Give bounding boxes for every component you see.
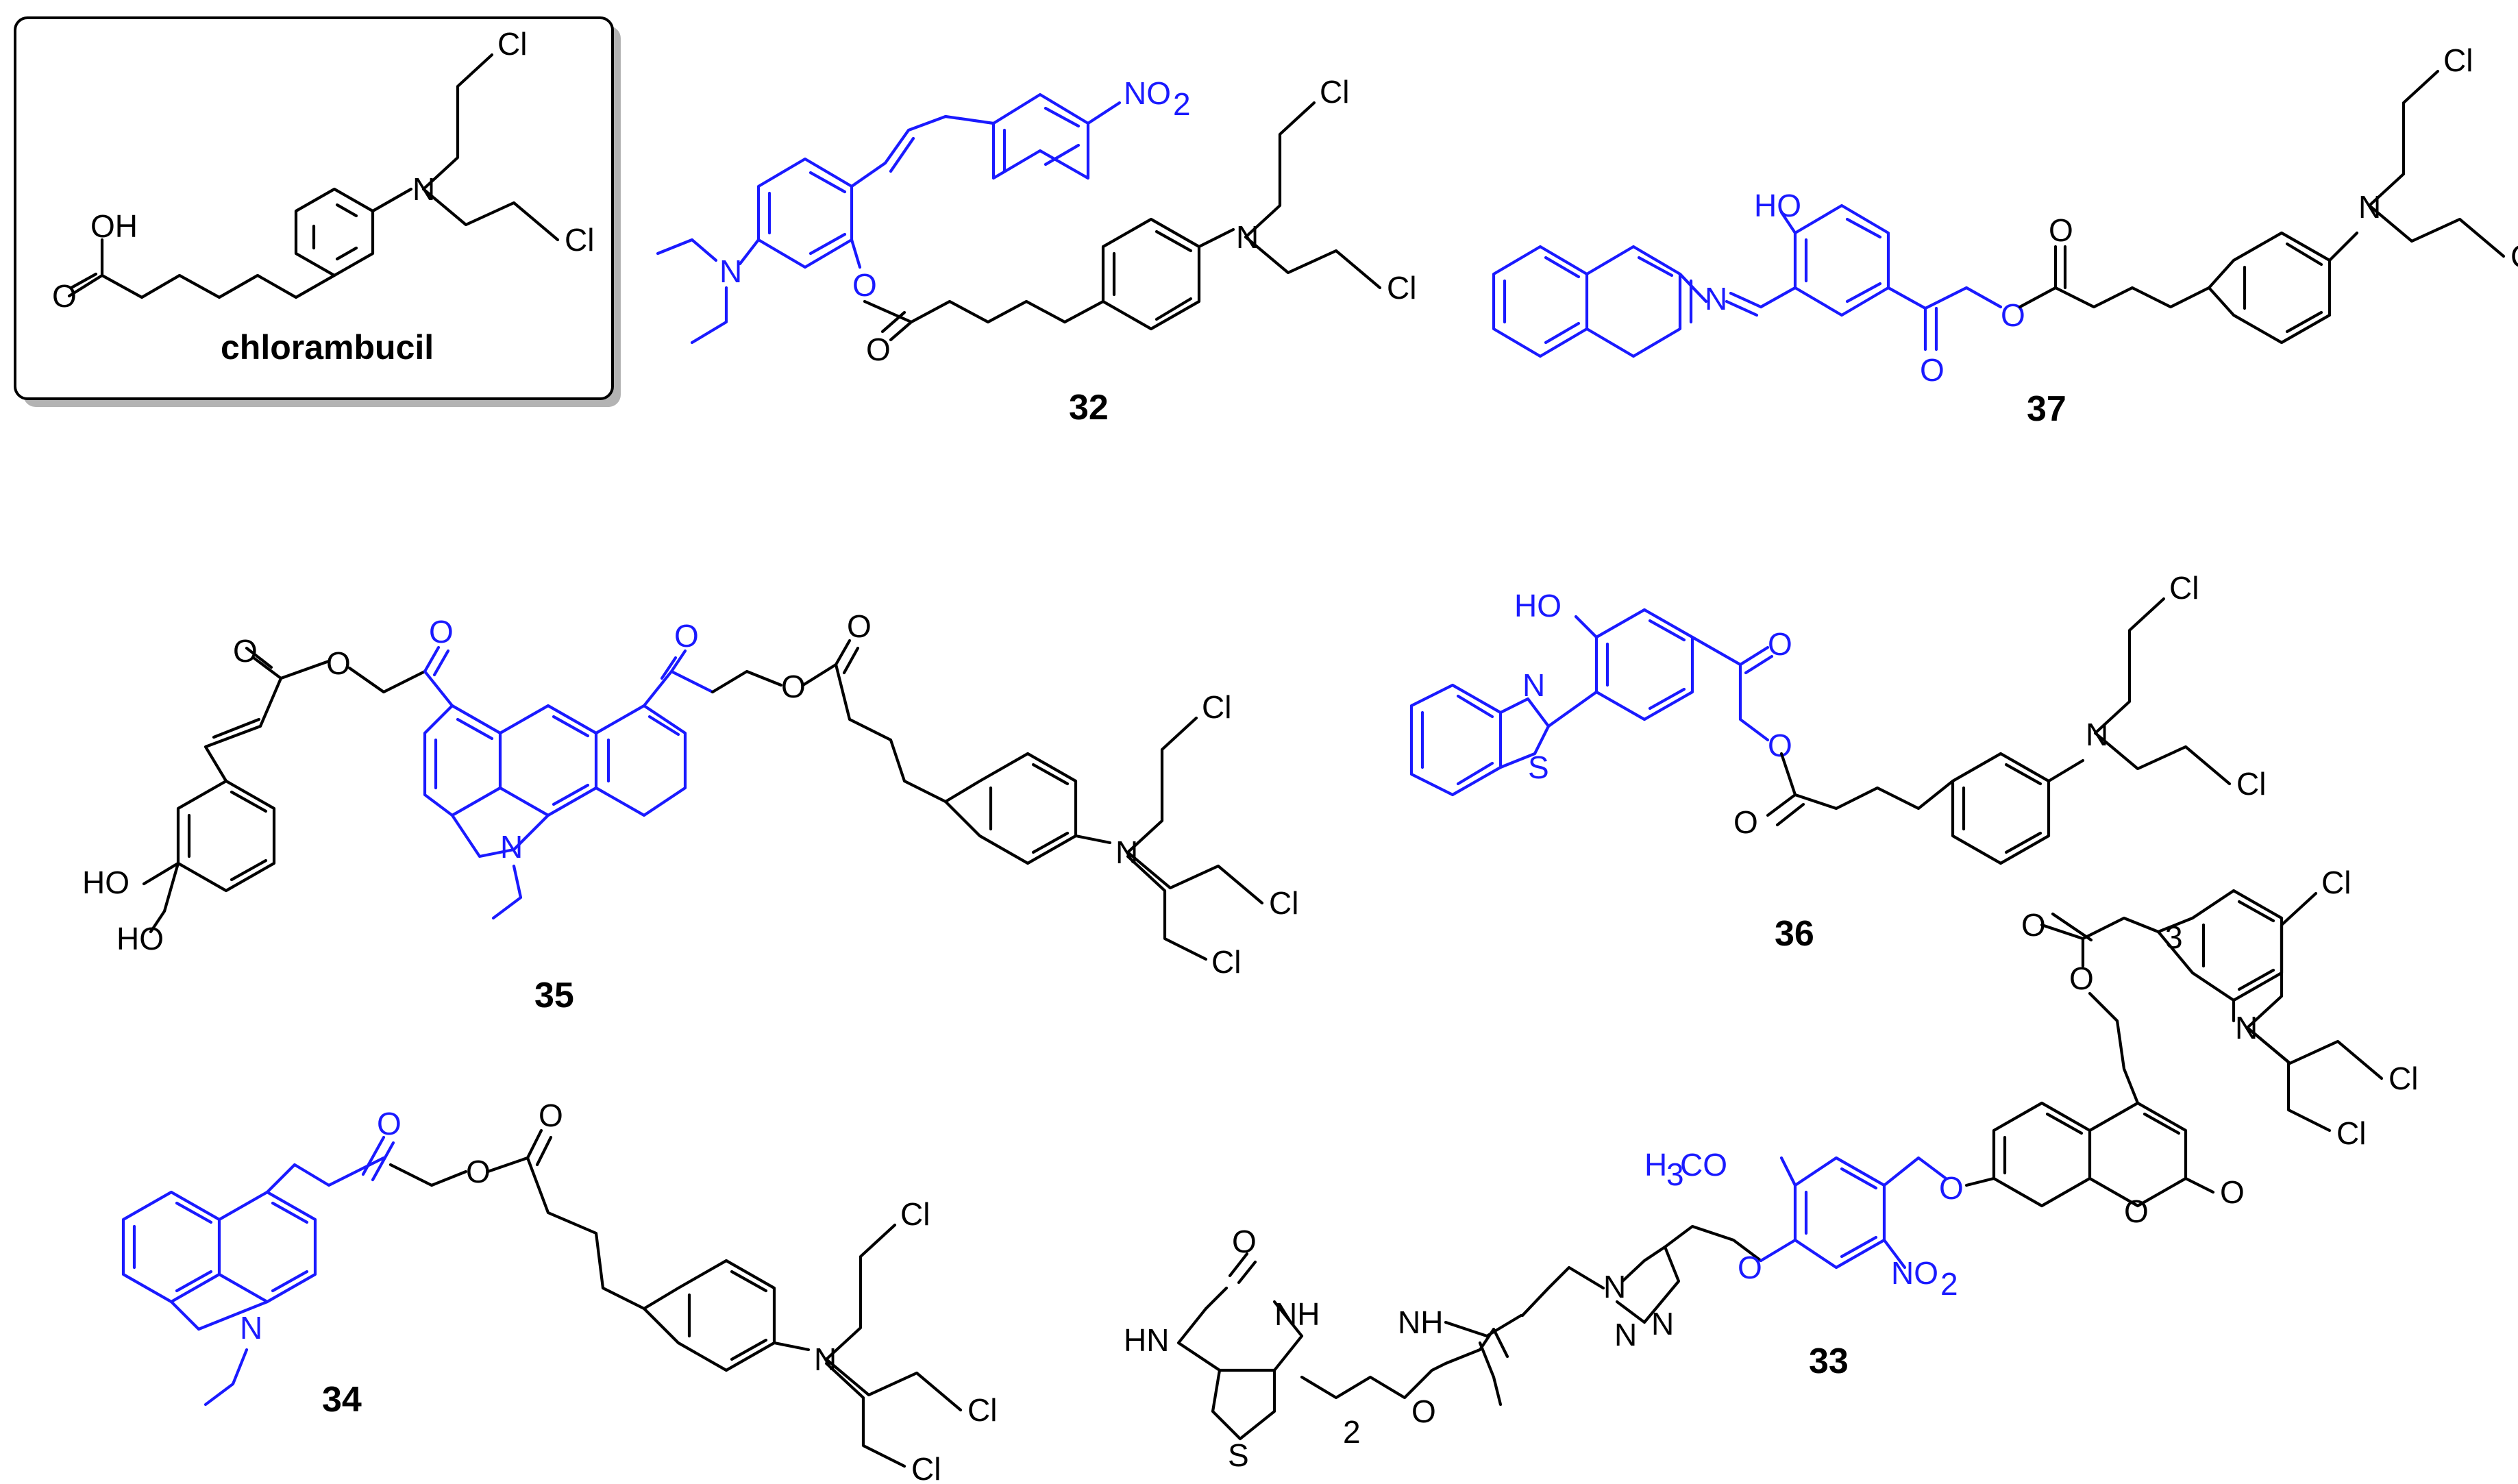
chlorambucil-structure: N OH O chlorambucil	[52, 26, 594, 367]
svg-text:3: 3	[1666, 1157, 1684, 1192]
svg-text:O: O	[2124, 1194, 2149, 1229]
compound-36: N S HO O O O N 36	[1409, 570, 2266, 954]
svg-text:2: 2	[1343, 1414, 1361, 1450]
svg-text:N: N	[1651, 1306, 1674, 1341]
svg-text:O: O	[539, 1098, 563, 1133]
svg-text:N: N	[814, 1341, 837, 1377]
svg-text:34: 34	[322, 1380, 362, 1420]
svg-text:O: O	[377, 1106, 402, 1141]
svg-text:33: 33	[1809, 1341, 1849, 1381]
compound-33: O HN NH S 2 O NH N N N O H 3 CO NO 2 O O…	[1124, 865, 2418, 1473]
svg-text:NO: NO	[1124, 75, 1171, 111]
svg-text:N: N	[412, 171, 435, 207]
svg-text:OH: OH	[90, 208, 138, 244]
compound-32: NO 2 N O O N 32	[656, 74, 1416, 428]
svg-text:O: O	[1411, 1394, 1436, 1429]
svg-text:37: 37	[2027, 389, 2066, 429]
svg-text:HN: HN	[1124, 1322, 1169, 1358]
svg-text:36: 36	[1775, 914, 1814, 954]
svg-text:O: O	[52, 278, 77, 314]
svg-text:O: O	[2021, 907, 2046, 943]
svg-text:O: O	[233, 633, 258, 669]
svg-text:N: N	[1522, 667, 1545, 703]
svg-text:HO: HO	[1754, 188, 1801, 223]
svg-text:NH: NH	[1274, 1296, 1320, 1332]
svg-text:O: O	[847, 608, 872, 644]
svg-text:32: 32	[1069, 388, 1109, 428]
svg-text:N: N	[1603, 1269, 1626, 1304]
svg-text:N: N	[1705, 281, 1727, 317]
svg-text:O: O	[852, 267, 877, 303]
svg-text:O: O	[1733, 804, 1758, 840]
svg-text:Cl: Cl	[1211, 944, 1241, 980]
svg-text:O: O	[2220, 1174, 2245, 1210]
svg-text:2: 2	[1173, 86, 1191, 122]
svg-text:O: O	[466, 1154, 491, 1189]
svg-text:HO: HO	[116, 921, 164, 956]
svg-text:O: O	[2069, 961, 2094, 996]
svg-text:O: O	[1768, 626, 1792, 662]
svg-text:NO: NO	[1891, 1255, 1938, 1291]
svg-text:O: O	[866, 332, 891, 367]
svg-text:H: H	[1644, 1147, 1667, 1183]
chlorambucil-box	[14, 16, 621, 407]
svg-text:N: N	[1236, 219, 1259, 255]
svg-text:S: S	[1528, 750, 1549, 785]
svg-text:CO: CO	[1680, 1147, 1727, 1183]
svg-text:2: 2	[1940, 1266, 1958, 1302]
svg-text:NH: NH	[1398, 1304, 1443, 1340]
svg-text:N: N	[1115, 834, 1138, 870]
svg-text:O: O	[429, 614, 454, 650]
svg-text:O: O	[674, 618, 699, 654]
chlorambucil-label: chlorambucil	[221, 328, 434, 367]
compound-35: HO HO O O O N O O O N Cl 35	[82, 608, 1298, 1015]
svg-text:35: 35	[534, 976, 574, 1015]
svg-text:Cl: Cl	[2336, 1115, 2366, 1151]
svg-text:N: N	[2235, 1010, 2258, 1046]
svg-text:O: O	[1768, 728, 1792, 763]
svg-text:O: O	[1920, 352, 1945, 388]
svg-text:N: N	[1614, 1317, 1637, 1352]
svg-text:N: N	[2086, 717, 2108, 752]
svg-text:N: N	[500, 829, 523, 865]
svg-text:O: O	[326, 645, 351, 681]
svg-text:N: N	[240, 1310, 262, 1346]
svg-text:O: O	[2001, 297, 2025, 333]
svg-text:O: O	[2049, 212, 2073, 248]
svg-text:O: O	[1738, 1250, 1762, 1285]
compound-34: N O O O N Cl 34	[121, 1098, 997, 1484]
svg-text:Cl: Cl	[911, 1451, 941, 1484]
svg-text:O: O	[781, 669, 806, 704]
svg-text:N: N	[2358, 189, 2381, 225]
svg-text:S: S	[1228, 1437, 1249, 1473]
compound-37: N HO O O O N 37	[1492, 42, 2518, 429]
svg-text:O: O	[1232, 1224, 1257, 1259]
svg-text:O: O	[1939, 1170, 1964, 1206]
svg-text:HO: HO	[1514, 588, 1562, 623]
svg-text:HO: HO	[82, 865, 129, 900]
svg-text:N: N	[719, 253, 742, 289]
